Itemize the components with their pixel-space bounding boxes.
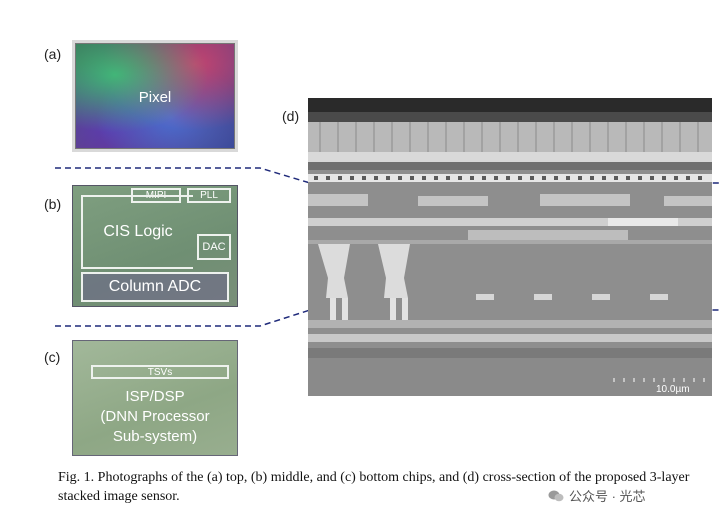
cis-logic-block: CIS Logic bbox=[81, 195, 193, 269]
sem-cross-section: 10.0µm bbox=[308, 98, 712, 396]
panel-label-d: (d) bbox=[282, 108, 300, 124]
panel-label-a: (a) bbox=[44, 46, 62, 62]
isp-dsp-line3: Sub-system) bbox=[112, 428, 198, 445]
top-chip-photo: Pixel bbox=[72, 40, 238, 152]
pll-block: PLL bbox=[187, 188, 231, 203]
bottom-chip-photo: TSVs ISP/DSP (DNN Processor Sub-system) bbox=[72, 340, 238, 456]
wechat-icon bbox=[548, 490, 564, 501]
panel-label-b: (b) bbox=[44, 196, 62, 212]
column-adc-block: Column ADC bbox=[81, 272, 229, 302]
figure-caption: Fig. 1. Photographs of the (a) top, (b) … bbox=[58, 470, 690, 504]
watermark-text: 公众号 · 光芯 bbox=[569, 489, 646, 504]
isp-dsp-line1: ISP/DSP bbox=[125, 388, 185, 405]
dac-block: DAC bbox=[197, 234, 231, 260]
middle-chip-photo: MIPI PLL CIS Logic DAC Column ADC bbox=[72, 185, 238, 307]
isp-dsp-line2: (DNN Processor bbox=[100, 408, 210, 425]
scale-bar-label: 10.0µm bbox=[656, 384, 690, 395]
watermark: 公众号 · 光芯 bbox=[548, 486, 646, 505]
tsvs-block: TSVs bbox=[91, 365, 229, 379]
pixel-label: Pixel bbox=[138, 89, 172, 106]
panel-label-c: (c) bbox=[44, 349, 61, 365]
